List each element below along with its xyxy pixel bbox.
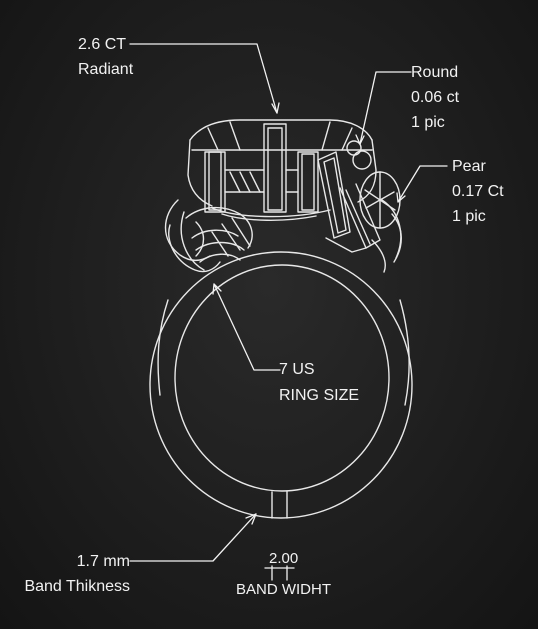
band-thickness-label: Band Thikness [24, 578, 130, 595]
center-stone-callout: 2.6 CT Radiant [78, 32, 133, 82]
band-thickness-callout: 1.7 mm Band Thikness [20, 549, 130, 599]
center-stone-carat: 2.6 CT [78, 36, 127, 53]
ring-gallery [164, 199, 402, 273]
band-width-label: BAND WIDHT [236, 581, 331, 598]
round-stone-callout: Round 0.06 ct 1 pic [411, 60, 459, 135]
pear-stone-count: 1 pic [452, 208, 486, 225]
round-stone-shape: Round [411, 64, 459, 81]
ring-size-value: 7 US [279, 361, 315, 378]
ring-shank [149, 251, 413, 519]
pear-stone-carat: 0.17 Ct [452, 183, 504, 200]
round-stone-carat: 0.06 ct [411, 89, 460, 106]
side-stones [317, 140, 401, 253]
round-stone-count: 1 pic [411, 114, 445, 131]
pear-stone-shape: Pear [452, 158, 486, 175]
pear-stone-callout: Pear 0.17 Ct 1 pic [452, 154, 504, 229]
ring-size-callout: 7 US RING SIZE [279, 357, 359, 409]
band-thickness-value: 1.7 mm [76, 553, 130, 570]
ring-size-label: RING SIZE [279, 387, 360, 404]
leader-lines [129, 43, 448, 581]
band-width-value: 2.00 [269, 550, 299, 567]
center-stone-cut: Radiant [78, 61, 134, 78]
